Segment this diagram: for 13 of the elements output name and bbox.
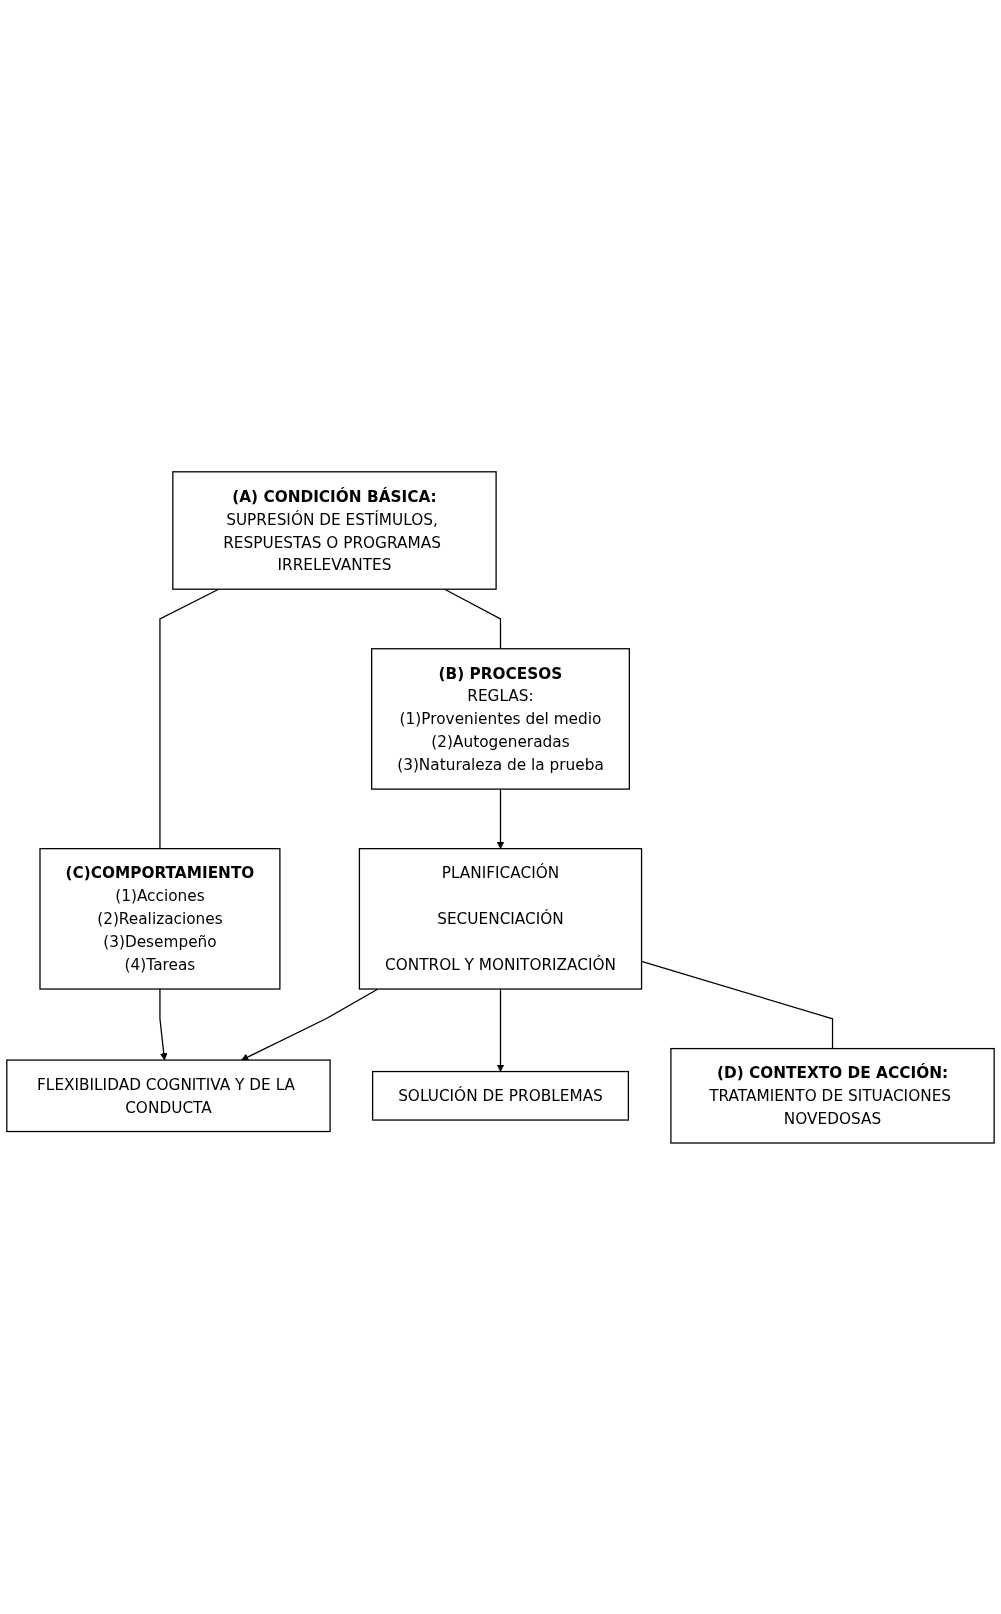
arrow (496, 988, 505, 1072)
node-box: (C)COMPORTAMIENTO (1)Acciones (2)Realizaciones (3)Desempeño (4)Tareas (39, 847, 281, 990)
node-box: (A) CONDICIÓN BÁSICA: SUPRESIÓN DE ESTÍMULOS, RESPUESTAS O PROGRAMAS IRRELEVANTES (172, 470, 497, 590)
node-box: FLEXIBILIDAD COGNITIVA Y DE LA CONDUCTA (6, 1059, 331, 1132)
arrow (496, 788, 505, 849)
node-box: PLANIFICACIÓN SECUENCIACIÓN CONTROL Y MONITORIZACIÓN (358, 847, 643, 990)
node-box: SOLUCIÓN DE PROBLEMAS (372, 1070, 629, 1121)
node-box: (B) PROCESOS REGLAS: (1)Provenientes del medio (2)Autogeneradas (3)Naturaleza de la prueba (371, 647, 630, 790)
arrow (241, 988, 379, 1061)
node-box: (D) CONTEXTO DE ACCIÓN: TRATAMIENTO DE SITUACIONES NOVEDOSAS (670, 1047, 995, 1144)
connector (159, 588, 220, 849)
connector (444, 588, 502, 649)
arrow (159, 988, 168, 1060)
